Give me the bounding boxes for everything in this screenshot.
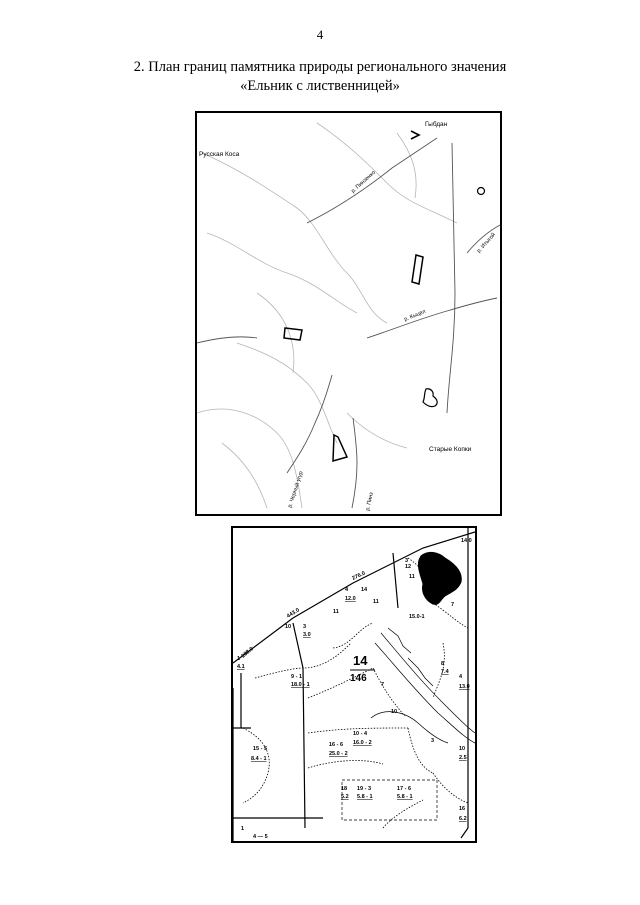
river-pinzenko-line [306,137,438,224]
label-19-3: 19 - 3 [357,786,371,792]
label-8-4: 8.4 - 1 [251,756,267,762]
forest-map-drawing: 288.0 443.0 276.0 14.0 4 12.0 14 3 12 11… [233,528,475,841]
subcompartment-lines [242,557,469,829]
forest-labels: 288.0 443.0 276.0 14.0 4 12.0 14 3 12 11… [237,538,472,840]
river-floodplain [370,627,475,744]
label-276: 276.0 [351,571,366,582]
label-7-4: 7.4 [441,669,450,675]
river-kycel-line [366,297,498,339]
section-heading: 2. План границ памятника природы региона… [0,58,640,96]
settlement-marker [476,186,486,196]
compartment-number: 14 [353,653,368,668]
label-10-c: 10 [459,746,465,752]
boundary-plot-3 [332,433,349,463]
label-2-5: 2.5 [459,755,467,761]
label-10-b: 10 [391,709,397,715]
label-8: 8 [441,661,444,667]
settlement-gybdan: Гыбдан [425,120,448,128]
label-3-b: 3 [431,738,434,744]
label-17-6: 17 - 6 [397,786,411,792]
reserve-boundaries [283,130,486,463]
label-3-frac: 3 [303,624,306,630]
stream-line [197,336,258,344]
rivers [197,137,500,509]
label-4-5: 4 — 5 [253,834,268,840]
label-3: 3 [405,558,408,564]
label-7: 7 [451,602,454,608]
label-10: 10 [285,624,291,630]
label-25-0: 25.0 - 2 [329,751,348,757]
label-12-0: 12.0 [345,596,356,602]
lake-shape [422,388,438,408]
overview-map: Гыбдан Русская Коса Старые Копки р. Пинз… [195,111,502,516]
label-7-b: 7 [381,682,384,688]
river-cherny-line [286,374,333,474]
heading-line-1: 2. План границ памятника природы региона… [133,59,507,75]
label-4-1: 4.1 [237,664,245,670]
boundary-plot-1 [411,254,424,285]
river-label-cherny: р. Черный угур [286,470,304,508]
label-3-0: 3.0 [303,632,311,638]
label-11-b: 11 [373,599,379,605]
label-6-2: 6.2 [459,816,467,822]
label-15-0: 15.0-1 [409,614,425,620]
compartment-area: 146 [350,673,367,684]
label-1: 1 [237,656,240,662]
river-itygoi-line [466,224,500,254]
boundary-plot-2 [283,327,303,341]
label-12: 12 [405,564,411,570]
label-14-0: 14.0 [461,538,472,544]
settlement-starye-kopki: Старые Копки [429,446,472,453]
river-label-pinz: р. Пинз [365,491,375,511]
label-13-0: 13.0 [459,684,470,690]
label-4: 4 [345,587,349,593]
road-line [446,142,456,414]
river-label-itygoi: р. Итыгой [475,231,497,254]
page-number: 4 [316,27,324,42]
overview-map-drawing: Гыбдан Русская Коса Старые Копки р. Пинз… [197,120,500,511]
label-9-1: 9 - 1 [291,674,302,680]
label-5-2: 5.2 [341,794,349,800]
label-4-b: 4 [459,674,463,680]
heading-line-2: «Ельник с лиственницей» [240,78,400,94]
river-label-kycel: р. Кыцел [404,309,427,323]
label-18-0: 18.0 - 1 [291,682,310,688]
label-5-8-b: 5.8 - 1 [397,794,413,800]
plot-outline [341,779,438,821]
label-11-a: 11 [409,574,415,580]
river-pinz-line [351,417,358,509]
label-16: 16 [459,806,465,812]
settlement-russkaya-kosa: Русская Коса [199,151,240,158]
compartment-boundaries [233,528,475,841]
forest-compartment-map: 288.0 443.0 276.0 14.0 4 12.0 14 3 12 11… [231,526,477,843]
label-18: 18 [341,786,347,792]
label-11-c: 11 [333,609,339,615]
label-16-0: 16.0 - 2 [353,740,372,746]
settlement-mark [410,130,421,140]
terrain-lines [197,122,458,509]
label-1-b: 1 [241,826,244,832]
label-14: 14 [361,587,368,593]
label-15-5: 15 - 5 [253,746,267,752]
label-5-8: 5.8 - 1 [357,794,373,800]
label-10-4: 10 - 4 [353,731,368,737]
reserve-area-shape [418,551,462,605]
label-16-6: 16 - 6 [329,742,343,748]
